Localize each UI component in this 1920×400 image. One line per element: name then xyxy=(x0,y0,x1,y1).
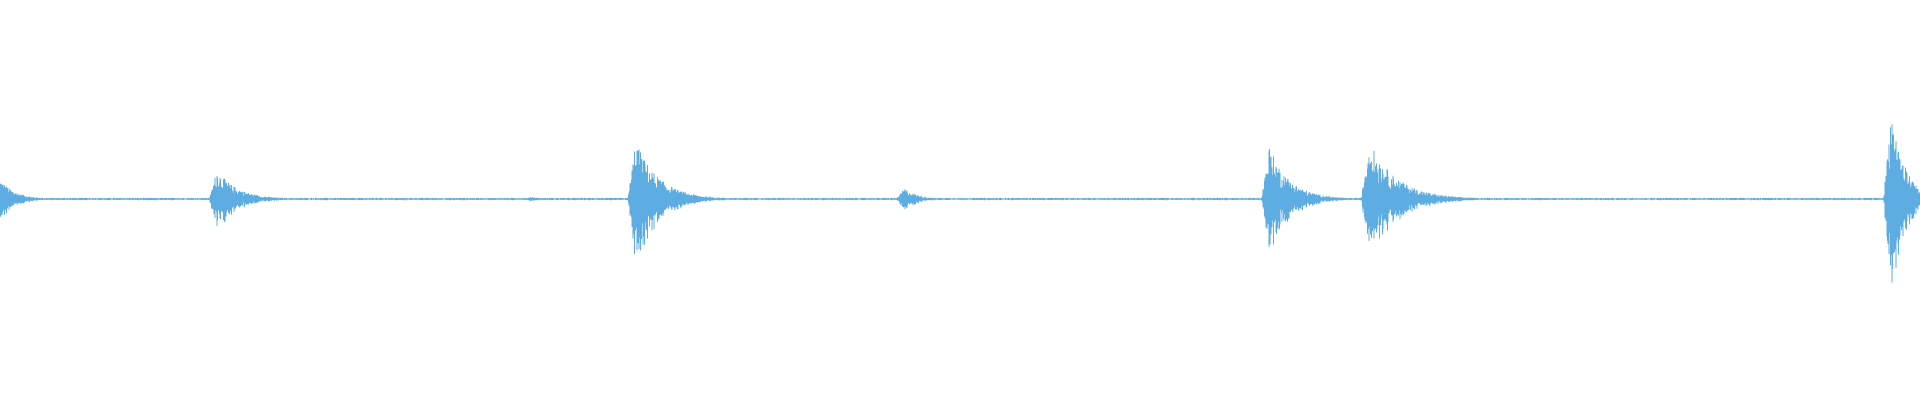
waveform-trace xyxy=(0,124,1920,283)
